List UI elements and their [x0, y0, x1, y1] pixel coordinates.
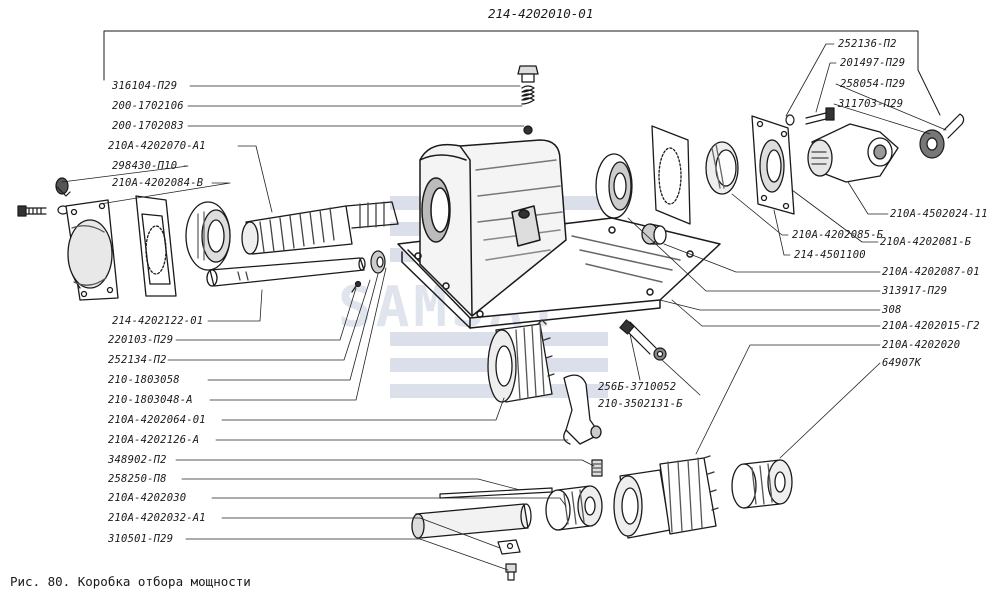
part-label-200-1702106: 200-1702106: [112, 100, 184, 112]
part-label-316104-p29: 316104-П29: [112, 80, 178, 92]
part-label-220103-p29: 220103-П29: [108, 334, 174, 346]
part-label-308: 308: [882, 304, 902, 316]
lock-plate-bolt: [505, 563, 517, 581]
part-label-252136-p2: 252136-П2: [838, 38, 897, 50]
part-label-210a-4202030: 210А-4202030: [108, 492, 187, 504]
part-label-210a-4202032-a1: 210А-4202032-А1: [108, 512, 206, 524]
rod-seal-and-ball: [351, 250, 386, 293]
part-label-310501-p29: 310501-П29: [108, 533, 174, 545]
cover-gasket: [135, 195, 177, 297]
part-label-210a-4202064-01: 210А-4202064-01: [108, 414, 206, 426]
part-label-210-1803048-a: 210-1803048-А: [108, 394, 193, 406]
left-bearing: [185, 201, 231, 271]
shift-fork: [563, 374, 602, 445]
bearing-cap: [751, 115, 795, 215]
part-label-252134-p2: 252134-П2: [108, 354, 167, 366]
right-gasket: [651, 125, 691, 225]
part-label-210a-4502024-11: 210А-4502024-11: [890, 208, 988, 220]
part-label-210a-4202081-b: 210А-4202081-Б: [880, 236, 972, 248]
part-label-256b-3710052: 256Б-3710052: [598, 381, 677, 393]
sliding-gear: [487, 319, 555, 403]
flange-bolt-and-washer: [785, 107, 835, 126]
castle-nut-and-pin: [919, 113, 965, 159]
part-label-214-4501100: 214-4501100: [794, 249, 866, 261]
gearbox-housing: [397, 139, 721, 329]
part-label-210a-4202087-01: 210А-4202087-01: [882, 266, 980, 278]
lock-plate: [497, 539, 521, 555]
idler-gear-block: [613, 455, 719, 539]
part-label-210a-4202085-b: 210А-4202085-Б: [792, 229, 884, 241]
part-label-313917-p29: 313917-П29: [882, 285, 948, 297]
needle-bearing-large: [731, 459, 793, 509]
part-label-210-3502131-b: 210-3502131-Б: [598, 398, 683, 410]
output-flange: [807, 123, 899, 183]
spacer-bushing: [641, 223, 667, 245]
filler-plug: [55, 177, 71, 215]
figure-caption: Рис. 80. Коробка отбора мощности: [10, 574, 251, 589]
input-shaft: [241, 201, 399, 255]
part-label-258250-p8: 258250-П8: [108, 473, 167, 485]
right-bearing-large: [595, 153, 633, 219]
pin-rod: [439, 487, 553, 499]
lock-screw-small: [591, 459, 603, 477]
part-label-210-1803058: 210-1803058: [108, 374, 180, 386]
part-label-210a-4202126-a: 210А-4202126-А: [108, 434, 200, 446]
bearing-race: [705, 141, 739, 195]
end-cover: [65, 199, 119, 301]
shift-rod: [206, 257, 366, 287]
part-label-210a-4202070-a1: 210А-4202070-А1: [108, 140, 206, 152]
fork-set-screw-and-washer: [619, 319, 667, 361]
part-label-311703-p29: 311703-П29: [838, 98, 904, 110]
part-label-298430-p10: 298430-П10: [112, 160, 178, 172]
part-label-64907k: 64907К: [882, 357, 922, 369]
needle-bearing-small: [545, 485, 603, 531]
assembly-number: 214-4202010-01: [488, 6, 594, 21]
part-label-210a-4202084-v: 210А-4202084-В: [112, 177, 204, 189]
part-label-214-4202122-01: 214-4202122-01: [112, 315, 204, 327]
part-label-210a-4202020: 210А-4202020: [882, 339, 961, 351]
leader-lines: [61, 43, 947, 571]
idler-shaft: [411, 503, 532, 539]
cover-bolt: [17, 205, 47, 217]
part-label-348902-p2: 348902-П2: [108, 454, 167, 466]
part-label-210a-4202015-g2: 210А-4202015-Г2: [882, 320, 980, 332]
part-label-200-1702083: 200-1702083: [112, 120, 184, 132]
part-label-258054-p29: 258054-П29: [840, 78, 906, 90]
part-label-201497-p29: 201497-П29: [840, 57, 906, 69]
breather-assembly: [517, 65, 539, 135]
